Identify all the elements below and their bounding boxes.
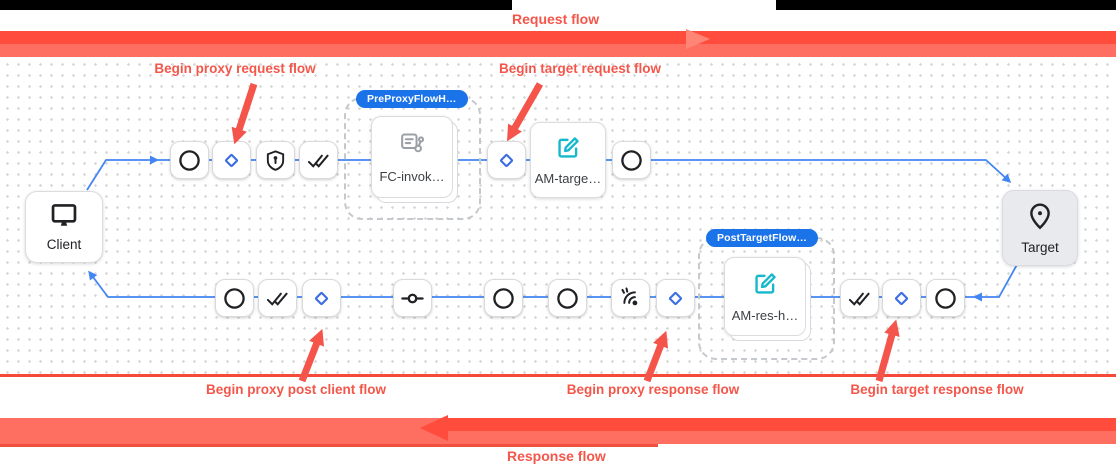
request-step-6-circle[interactable]	[612, 141, 651, 179]
annotation-begin-target-response: Begin target response flow	[850, 382, 1024, 397]
request-step-1-circle[interactable]	[170, 141, 209, 179]
response-flow-arrow-underline	[0, 444, 658, 447]
policy-node-am-response[interactable]: AM-res-h…	[724, 257, 806, 336]
annotation-begin-target-request: Begin target request flow	[498, 61, 662, 76]
circle-icon	[178, 149, 201, 172]
response-step-5-circle[interactable]	[484, 279, 523, 317]
response-step-2-double-check[interactable]	[258, 279, 297, 317]
circle-icon	[556, 287, 579, 310]
double-check-icon	[848, 287, 871, 310]
edit-icon	[752, 271, 779, 296]
request-flow-label: Request flow	[512, 11, 600, 27]
circle-icon	[934, 287, 957, 310]
diamond-icon	[495, 149, 518, 172]
response-step-1-circle[interactable]	[215, 279, 254, 317]
double-check-icon	[266, 287, 289, 310]
policy-label-am-target: AM-targe…	[534, 171, 602, 186]
response-step-4-commit[interactable]	[393, 279, 432, 317]
location-pin-icon	[1026, 202, 1054, 230]
diamond-icon	[664, 287, 687, 310]
response-step-8-diamond[interactable]	[656, 279, 695, 317]
request-flow-arrowhead	[686, 29, 710, 49]
response-flow-arrowhead	[420, 415, 448, 441]
request-step-4-double-check[interactable]	[299, 141, 338, 179]
circle-icon	[223, 287, 246, 310]
policy-node-am-target[interactable]: AM-targe…	[530, 122, 606, 198]
post-target-flow-hook-badge[interactable]: PostTargetFlow…	[706, 229, 818, 247]
shield-icon	[264, 149, 287, 172]
policy-node-fc-invoke[interactable]: FC-invok…	[371, 116, 453, 198]
pre-proxy-flow-hook-badge[interactable]: PreProxyFlowH…	[356, 90, 468, 108]
top-black-bar-right	[776, 0, 1116, 10]
response-step-11-circle[interactable]	[926, 279, 965, 317]
client-node[interactable]: Client	[25, 191, 103, 263]
client-label: Client	[46, 237, 82, 253]
diamond-icon	[890, 287, 913, 310]
response-flow-arrow-band-dark	[448, 418, 1116, 431]
canvas-bottom-border	[0, 374, 1116, 377]
diamond-icon	[220, 149, 243, 172]
request-step-3-shield[interactable]	[256, 141, 295, 179]
annotation-begin-proxy-request: Begin proxy request flow	[154, 61, 316, 76]
response-step-7-signal[interactable]	[611, 279, 650, 317]
signal-icon	[619, 287, 642, 310]
annotation-begin-proxy-response: Begin proxy response flow	[566, 382, 740, 397]
request-step-5-diamond[interactable]	[487, 141, 526, 179]
annotation-begin-proxy-post-client: Begin proxy post client flow	[205, 382, 387, 397]
request-step-2-diamond[interactable]	[212, 141, 251, 179]
edit-icon	[555, 135, 582, 160]
response-step-9-double-check[interactable]	[840, 279, 879, 317]
policy-label-fc-invoke: FC-invok…	[379, 169, 445, 185]
circle-icon	[620, 149, 643, 172]
target-label: Target	[1021, 239, 1059, 255]
circle-icon	[492, 287, 515, 310]
response-step-6-circle[interactable]	[548, 279, 587, 317]
request-flow-arrow-band-dark	[0, 31, 1116, 44]
double-check-icon	[307, 149, 330, 172]
flow-callout-icon	[398, 131, 426, 157]
diamond-icon	[310, 287, 333, 310]
top-black-bar-left	[0, 0, 512, 10]
target-node[interactable]: Target	[1002, 190, 1078, 266]
response-flow-label: Response flow	[507, 448, 606, 464]
policy-label-am-response: AM-res-h…	[731, 308, 799, 323]
response-step-3-diamond[interactable]	[302, 279, 341, 317]
response-step-10-diamond[interactable]	[882, 279, 921, 317]
commit-icon	[401, 287, 424, 310]
monitor-icon	[49, 202, 79, 228]
flow-canvas	[0, 57, 1116, 374]
